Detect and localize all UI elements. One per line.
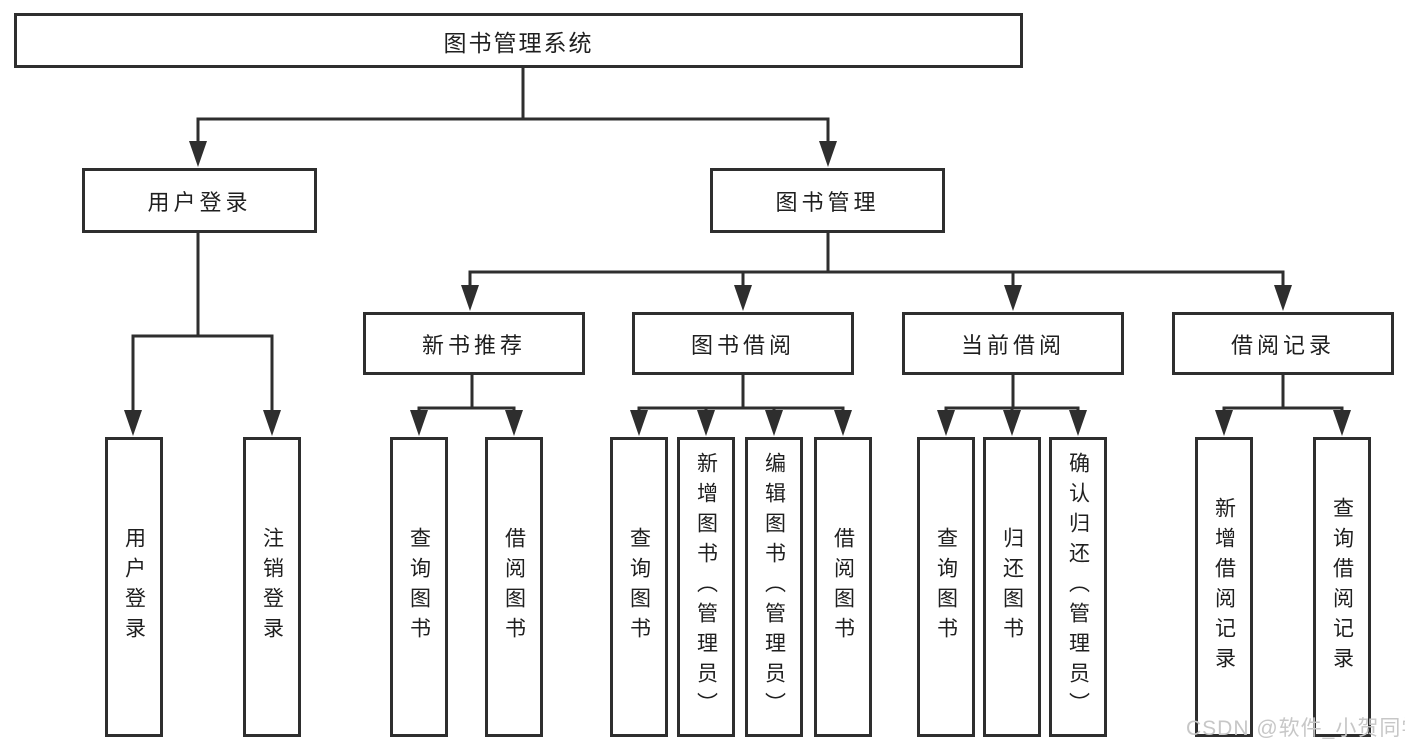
arrow-down-icon: [937, 410, 955, 436]
arrow-down-icon: [505, 410, 523, 436]
leaf-add-borrow-record: 新增借阅记录: [1195, 437, 1253, 737]
leaf-query-books: 查询图书: [390, 437, 448, 737]
node-book-management-branch: 图书管理: [710, 168, 945, 233]
arrow-down-icon: [1069, 410, 1087, 436]
arrow-down-icon: [630, 410, 648, 436]
arrow-down-icon: [1003, 410, 1021, 436]
csdn-watermark: CSDN @软件_小贺同学: [1186, 717, 1405, 740]
arrow-down-icon: [461, 285, 479, 311]
arrow-down-icon: [124, 410, 142, 436]
node-book-borrow: 图书借阅: [632, 312, 854, 375]
node-current-borrow: 当前借阅: [902, 312, 1124, 375]
leaf-borrow-books: 借阅图书: [814, 437, 872, 737]
leaf-add-books-admin: 新增图书（管理员）: [677, 437, 735, 737]
arrow-down-icon: [819, 141, 837, 167]
arrow-down-icon: [189, 141, 207, 167]
arrow-down-icon: [765, 410, 783, 436]
arrow-down-icon: [263, 410, 281, 436]
node-user-login-branch: 用户登录: [82, 168, 317, 233]
arrowheads: [124, 141, 1351, 436]
leaf-edit-books-admin: 编辑图书（管理员）: [745, 437, 803, 737]
arrow-down-icon: [1333, 410, 1351, 436]
leaf-borrow-books: 借阅图书: [485, 437, 543, 737]
leaf-query-books: 查询图书: [917, 437, 975, 737]
leaf-logout: 注销登录: [243, 437, 301, 737]
node-new-book-recommend: 新书推荐: [363, 312, 585, 375]
arrow-down-icon: [697, 410, 715, 436]
arrow-down-icon: [1215, 410, 1233, 436]
arrow-down-icon: [410, 410, 428, 436]
leaf-confirm-return-admin: 确认归还（管理员）: [1049, 437, 1107, 737]
leaf-return-books: 归还图书: [983, 437, 1041, 737]
leaf-query-books: 查询图书: [610, 437, 668, 737]
arrow-down-icon: [1274, 285, 1292, 311]
leaf-user-login: 用户登录: [105, 437, 163, 737]
arrow-down-icon: [834, 410, 852, 436]
leaf-query-borrow-record: 查询借阅记录: [1313, 437, 1371, 737]
arrow-down-icon: [734, 285, 752, 311]
node-library-management-system: 图书管理系统: [14, 13, 1023, 68]
arrow-down-icon: [1004, 285, 1022, 311]
node-borrow-record: 借阅记录: [1172, 312, 1394, 375]
